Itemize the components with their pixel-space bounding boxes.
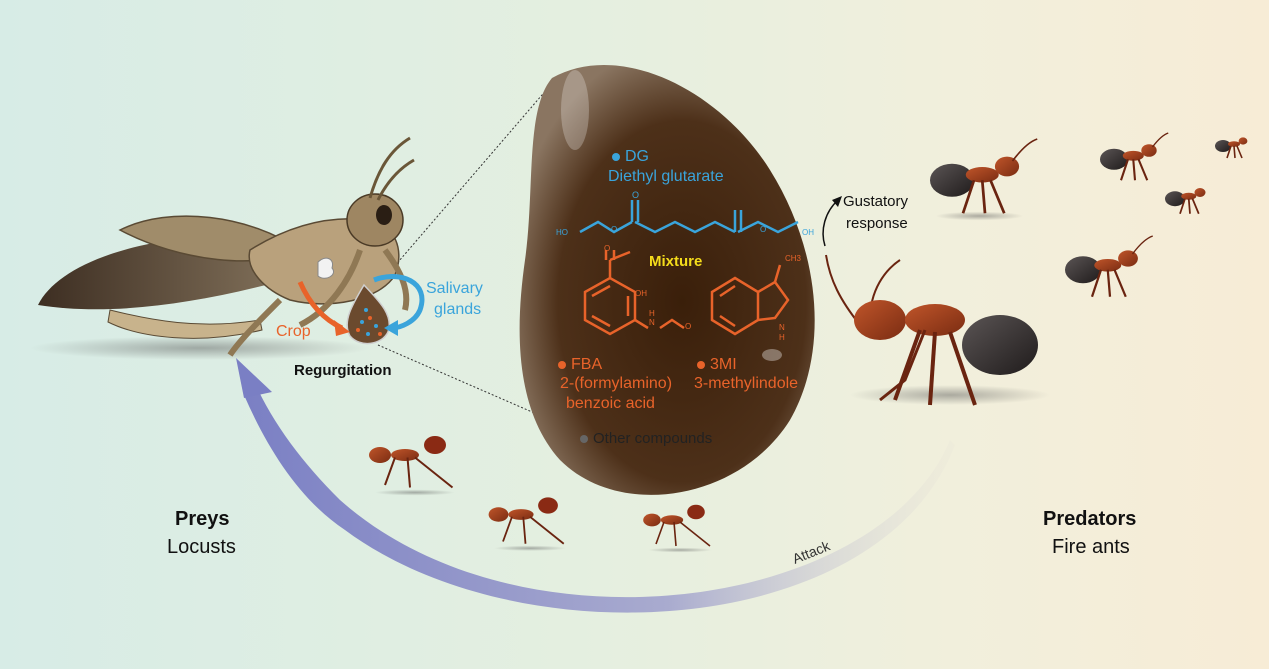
response-label: response [846,215,908,232]
fba-abbr-text: FBA [571,356,603,373]
dg-abbr: DG [612,148,649,166]
drop-highlight-small [762,349,782,361]
ant-mid-2 [1065,235,1153,298]
predators-title: Predators [1043,508,1137,530]
dg-name: Diethyl glutarate [608,168,724,185]
fba-abbr: FBA [558,356,602,374]
fba-n-label: N [649,318,655,327]
regurgitation-droplet [346,283,391,345]
dg-ho-label: HO [556,228,568,237]
ant-top-1 [930,138,1038,221]
mi-n-label: N [779,323,785,332]
mi-abbr: 3MI [697,356,737,374]
crop-arrow-head [334,320,350,336]
regurgitation-label: Regurgitation [294,362,392,379]
big-ant [825,254,1050,406]
drop-highlight [561,70,589,150]
salivary-label: Salivary [426,280,483,297]
salivary-arrow [373,274,425,331]
mi-ch3-label: CH3 [785,254,802,263]
locust-illustration [30,136,415,360]
preys-subtitle: Locusts [167,536,236,558]
fba-name-1: 2-(formylamino) [560,375,673,392]
gustatory-arrow [822,199,839,247]
ant-mid-1 [1165,188,1206,215]
other-compounds: Other compounds [580,430,712,447]
mixture-label: Mixture [649,253,703,270]
ant-bottom-2 [488,497,566,551]
glands-label: glands [434,301,482,318]
fba-structure [583,250,685,336]
crop-label: Crop [276,323,311,340]
mi-dot [697,360,705,369]
gustatory-arrow-head [832,196,842,207]
ant-bottom-1 [369,436,455,496]
fba-dot [558,360,566,369]
fba-o-label: O [604,244,611,253]
mixture-drop [519,65,815,495]
preys-title: Preys [175,508,230,530]
dg-dot [612,152,620,161]
ant-top-2 [1100,132,1169,181]
dg-o-left: O [611,225,618,234]
predators-subtitle: Fire ants [1052,536,1130,558]
mi-abbr-text: 3MI [710,356,737,373]
zoom-line-top [373,87,549,291]
mi-h-label: H [779,333,785,342]
attack-arrow-head [236,358,272,398]
dg-oh-label: OH [802,228,814,237]
gustatory-label: Gustatory [843,193,909,210]
dg-o-right: O [760,225,767,234]
dg-structure [579,200,799,234]
fba-ald-o-label: O [685,322,692,331]
mi-structure [710,264,790,336]
dg-o-mid: O [632,190,640,200]
other-compounds-text: Other compounds [593,430,713,447]
ant-bottom-3 [643,504,712,553]
other-dot [580,435,588,444]
fba-oh-label: OH [635,289,647,298]
mi-name: 3-methylindole [694,375,799,392]
dg-abbr-text: DG [625,148,649,165]
ant-top-3 [1215,137,1248,159]
fba-name-2: benzoic acid [566,395,655,412]
salivary-arrow-head [384,320,398,336]
fba-h-label: H [649,309,655,318]
